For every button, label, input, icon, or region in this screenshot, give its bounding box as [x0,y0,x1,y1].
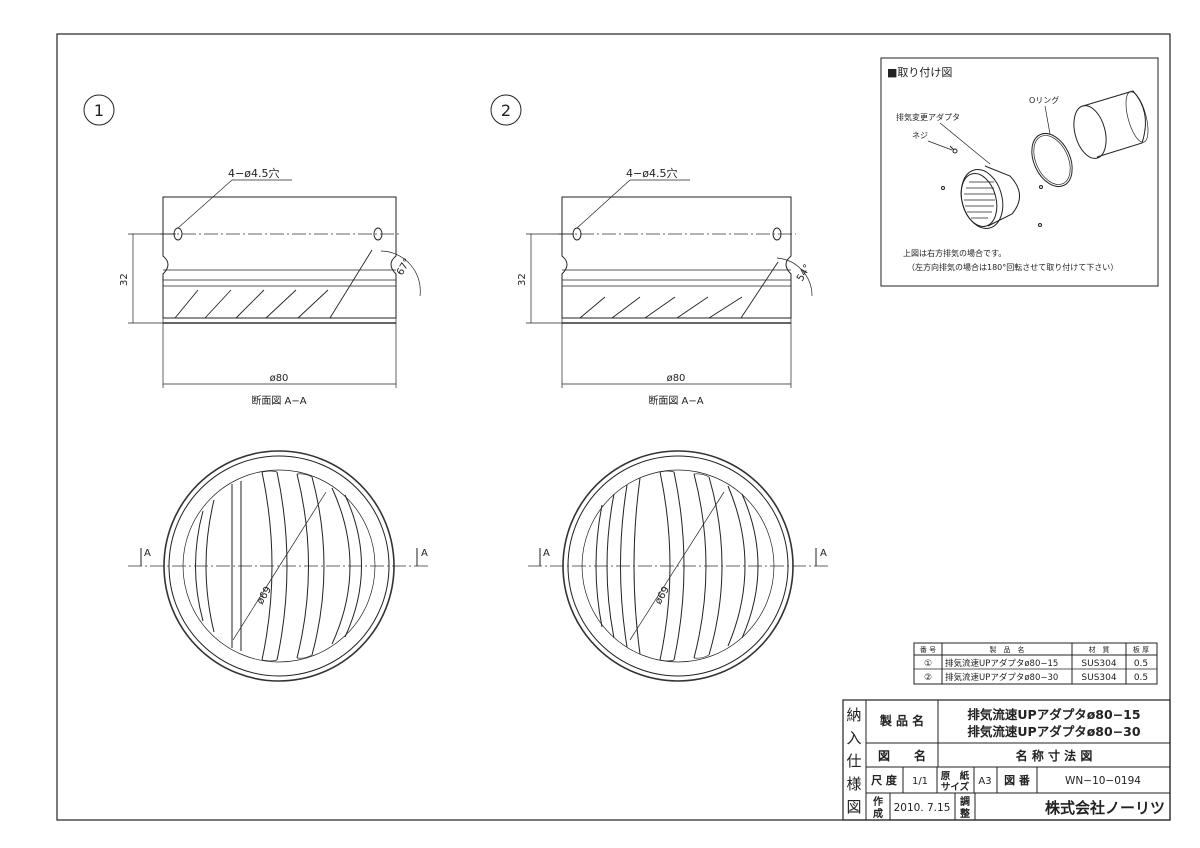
sheet-border [56,33,1171,821]
date-value: 2010. 7.15 [894,802,951,814]
parts-header-name: 製 品 名 [990,645,1025,654]
view-2-section: 2 4−ø4.5穴 32 54° ø80 断面図 A−A [490,94,813,407]
made-label-2: 成 [873,807,883,820]
company-name: 株式会社ノーリツ [1045,799,1165,817]
view-1-marker-right: A [421,548,428,559]
product-label: 製 品 名 [879,713,924,728]
drawing-label: 図 名 [878,748,926,763]
product-name-1: 排気流速UPアダプタø80−15 [967,707,1140,722]
parts-table: 番 号 製 品 名 材 質 板 厚 ① 排気流速UPアダプタø80−15 SUS… [913,642,1158,685]
view-2-section-title: 断面図 A−A [648,394,703,407]
side-char-1: 納 [846,706,861,724]
parts-row-2-no: ② [924,673,932,683]
view-1-section-title: 断面図 A−A [251,394,306,407]
parts-row-1-no: ① [924,659,932,669]
paper-value: A3 [978,776,991,787]
install-note-1: 上図は右方排気の場合です。 [903,248,1006,258]
view-2-front: ø69 A A [528,450,830,682]
side-char-4: 様 [846,775,861,793]
paper-label-1: 原 紙 [941,770,970,782]
side-char-3: 仕 [846,752,861,770]
view-2-marker-left: A [543,548,550,559]
parts-row-2-thickness: 0.5 [1134,673,1148,683]
install-label-screw: ネジ [912,131,928,140]
scale-value: 1/1 [912,776,928,787]
paper-label-2: サイズ [941,781,970,793]
product-name-2: 排気流速UPアダプタø80−30 [967,724,1140,739]
view-1-number: 1 [94,101,104,120]
view-2-marker-right: A [820,548,827,559]
install-label-adapter: 排気変更アダプタ [896,112,960,122]
view-1-marker-left: A [144,548,151,559]
drawing-name: 名 称 寸 法 図 [1016,748,1093,763]
side-char-5: 図 [846,798,861,816]
parts-row-2-name: 排気流速UPアダプタø80−30 [945,672,1058,683]
view-2-angle: 54° [795,263,813,284]
number-label: 図 番 [1004,773,1031,787]
install-title: ■取り付け図 [887,66,952,79]
install-figure: ■取り付け図 排気変更アダプタ ネジ Oリング 上図は右方排気の場合です。 （左… [880,57,1159,287]
view-2-hole-label: 4−ø4.5穴 [626,166,677,180]
view-1-front: ø69 A A [128,450,430,682]
view-1-section: 1 4−ø4.5穴 32 67° ø80 [83,94,421,407]
parts-row-1-material: SUS304 [1081,659,1116,669]
parts-row-1-name: 排気流速UPアダプタø80−15 [945,658,1058,669]
view-2-number: 2 [501,101,511,120]
scale-label: 尺 度 [871,773,898,787]
view-1-number-circle [83,94,115,126]
view-1-dia-dim: ø80 [270,373,289,384]
parts-row-1-thickness: 0.5 [1134,659,1148,669]
title-block: 納 入 仕 様 図 製 品 名 排気流速UPアダプタø80−15 排気流速UPア… [842,699,1171,821]
parts-header-no: 番 号 [920,646,936,654]
parts-header-material: 材 質 [1089,645,1110,654]
parts-row-2-material: SUS304 [1081,673,1116,683]
view-1-angle: 67° [395,257,413,278]
view-2-number-circle [490,94,522,126]
view-1-height-dim: 32 [119,273,130,286]
install-label-oring: Oリング [1029,95,1059,105]
made-label-1: 作 [873,795,883,808]
view-2-height-dim: 32 [517,273,528,286]
side-char-2: 入 [846,729,861,747]
check-label-1: 調 [960,795,970,808]
number-value: WN−10−0194 [1065,775,1141,787]
parts-header-thickness: 板 厚 [1133,645,1149,654]
check-label-2: 整 [959,807,970,820]
view-2-dia-dim: ø80 [667,373,686,384]
install-note-2: （左方向排気の場合は180°回転させて取り付けて下さい） [907,262,1118,272]
view-1-hole-label: 4−ø4.5穴 [228,166,279,180]
